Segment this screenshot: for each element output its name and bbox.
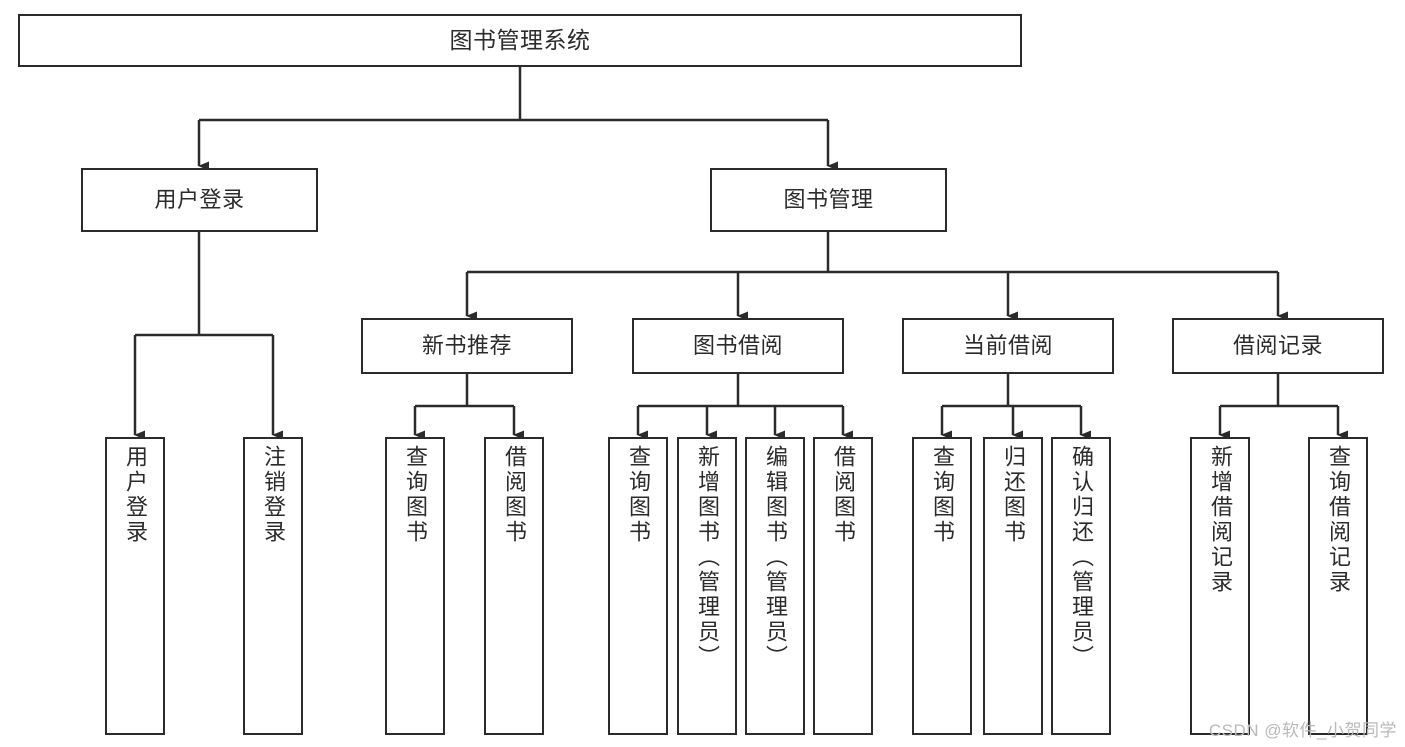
node-borrow_record-label: 借阅记录 [1232,332,1323,358]
node-book_manage-label: 图书管理 [783,186,874,212]
node-user_login[interactable]: 用户登录 [81,168,318,232]
node-current_borrow[interactable]: 当前借阅 [902,318,1114,374]
node-leaf_query_record[interactable]: 查询借阅记录 [1308,437,1368,735]
node-leaf_user_login-label: 用户登录 [123,445,148,545]
node-leaf_query_book_rec-label: 查询图书 [403,445,428,545]
node-leaf_query_book_cur[interactable]: 查询图书 [912,437,972,735]
node-leaf_query_book_bor-label: 查询图书 [626,445,651,545]
node-leaf_edit_book-label: 编辑图书（管理员） [763,445,788,670]
node-leaf_confirm_return[interactable]: 确认归还（管理员） [1051,437,1111,735]
node-leaf_return_book[interactable]: 归还图书 [983,437,1043,735]
node-root-system[interactable]: 图书管理系统 [18,14,1022,67]
node-book_borrow[interactable]: 图书借阅 [632,318,844,374]
node-leaf_borrow_book-label: 借阅图书 [831,445,856,545]
node-leaf_query_record-label: 查询借阅记录 [1326,445,1351,595]
node-leaf_user_logout[interactable]: 注销登录 [243,437,303,735]
node-leaf_borrow_book[interactable]: 借阅图书 [813,437,873,735]
node-borrow_record[interactable]: 借阅记录 [1172,318,1384,374]
node-leaf_query_book_cur-label: 查询图书 [930,445,955,545]
node-leaf_user_login[interactable]: 用户登录 [105,437,165,735]
node-leaf_add_book-label: 新增图书（管理员） [695,445,720,670]
node-current_borrow-label: 当前借阅 [962,332,1053,358]
node-leaf_query_book_bor[interactable]: 查询图书 [608,437,668,735]
node-leaf_confirm_return-label: 确认归还（管理员） [1069,445,1094,670]
node-new_book_rec-label: 新书推荐 [421,332,512,358]
node-leaf_add_record[interactable]: 新增借阅记录 [1190,437,1250,735]
node-leaf_return_book-label: 归还图书 [1001,445,1026,545]
node-leaf_user_logout-label: 注销登录 [261,445,286,545]
node-leaf_borrow_book_rec-label: 借阅图书 [502,445,527,545]
node-book_borrow-label: 图书借阅 [692,332,783,358]
node-root-system-label: 图书管理系统 [449,26,591,53]
node-leaf_edit_book[interactable]: 编辑图书（管理员） [745,437,805,735]
node-leaf_add_record-label: 新增借阅记录 [1208,445,1233,595]
node-user_login-label: 用户登录 [154,186,245,212]
node-new_book_rec[interactable]: 新书推荐 [361,318,573,374]
node-book_manage[interactable]: 图书管理 [710,168,947,232]
node-leaf_borrow_book_rec[interactable]: 借阅图书 [484,437,544,735]
node-leaf_query_book_rec[interactable]: 查询图书 [385,437,445,735]
node-leaf_add_book[interactable]: 新增图书（管理员） [677,437,737,735]
